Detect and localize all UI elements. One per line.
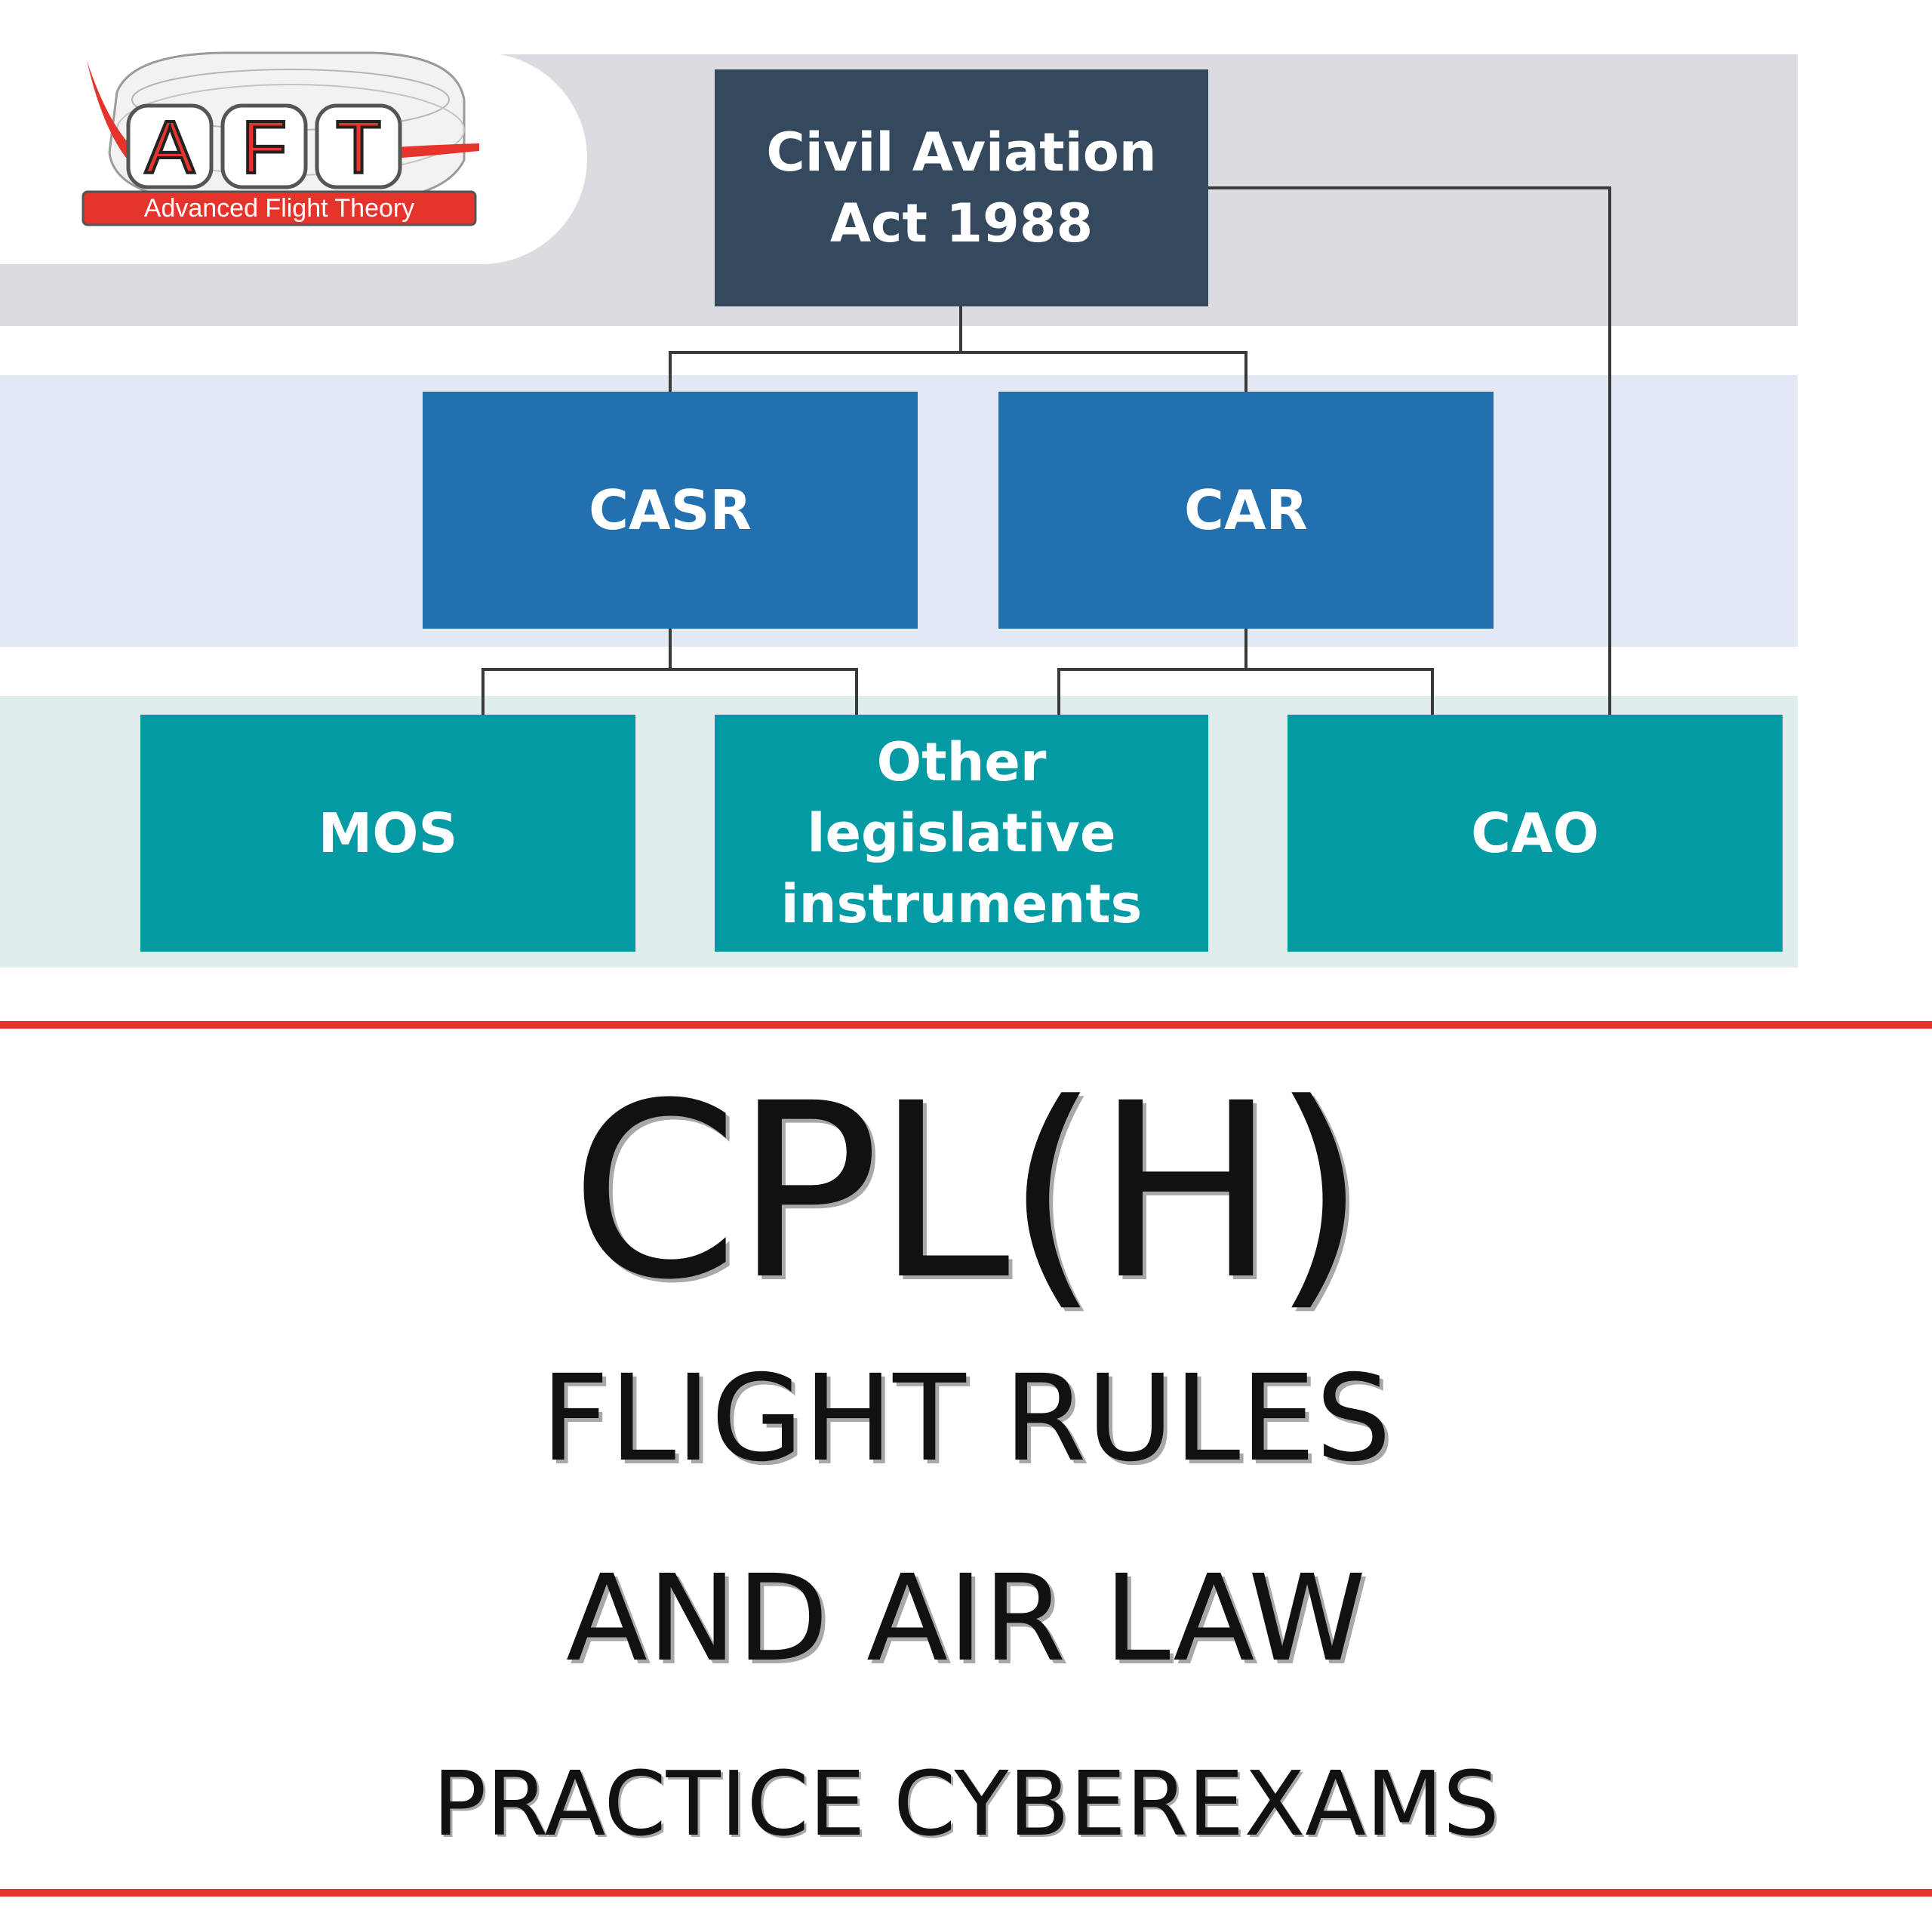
node-other-line3: instruments	[780, 873, 1143, 935]
connector-lines	[481, 186, 1611, 715]
node-casr: CASR	[423, 392, 918, 629]
connector-car-bar	[1057, 668, 1434, 715]
node-other-legislative-instruments: Other legislative instruments	[715, 715, 1208, 952]
connector-root-to-cao	[1208, 186, 1611, 715]
letter-tile-t: T	[315, 103, 402, 190]
node-car: CAR	[998, 392, 1494, 629]
node-other-line2: legislative	[807, 802, 1116, 864]
node-cao-label: CAO	[1471, 801, 1599, 865]
node-mos: MOS	[140, 715, 635, 952]
svg-text:F: F	[242, 106, 287, 189]
node-cao: CAO	[1287, 715, 1783, 952]
node-car-label: CAR	[1183, 478, 1308, 542]
node-civil-aviation-act-line1: Civil Aviation	[766, 122, 1157, 183]
node-mos-label: MOS	[318, 801, 458, 865]
node-civil-aviation-act: Civil Aviation Act 1988	[715, 69, 1208, 306]
tagline-bar	[82, 190, 477, 226]
connector-casr-bar	[481, 668, 858, 715]
svg-text:A: A	[145, 106, 195, 189]
aft-logo: A F T Advanced Flight Theory	[82, 51, 479, 226]
node-other-line1: Other	[876, 731, 1047, 793]
red-divider-bottom	[0, 1889, 1932, 1897]
node-casr-label: CASR	[589, 478, 752, 542]
subtitle-practice-cyberexams: PRACTICE CYBEREXAMS	[432, 1752, 1500, 1856]
logo-tagline: Advanced Flight Theory	[144, 194, 414, 223]
letter-tile-f: F	[220, 103, 308, 190]
letter-tile-a: A	[126, 103, 214, 190]
title-cpl-h: CPL(H)	[570, 1052, 1367, 1333]
title-flight-rules: FLIGHT RULES	[540, 1349, 1392, 1488]
title-and-air-law: AND AIR LAW	[565, 1549, 1367, 1688]
node-civil-aviation-act-line2: Act 1988	[829, 192, 1094, 254]
red-divider-top	[0, 1021, 1932, 1029]
connector-level2-bar	[669, 351, 1247, 392]
svg-text:T: T	[336, 106, 381, 189]
